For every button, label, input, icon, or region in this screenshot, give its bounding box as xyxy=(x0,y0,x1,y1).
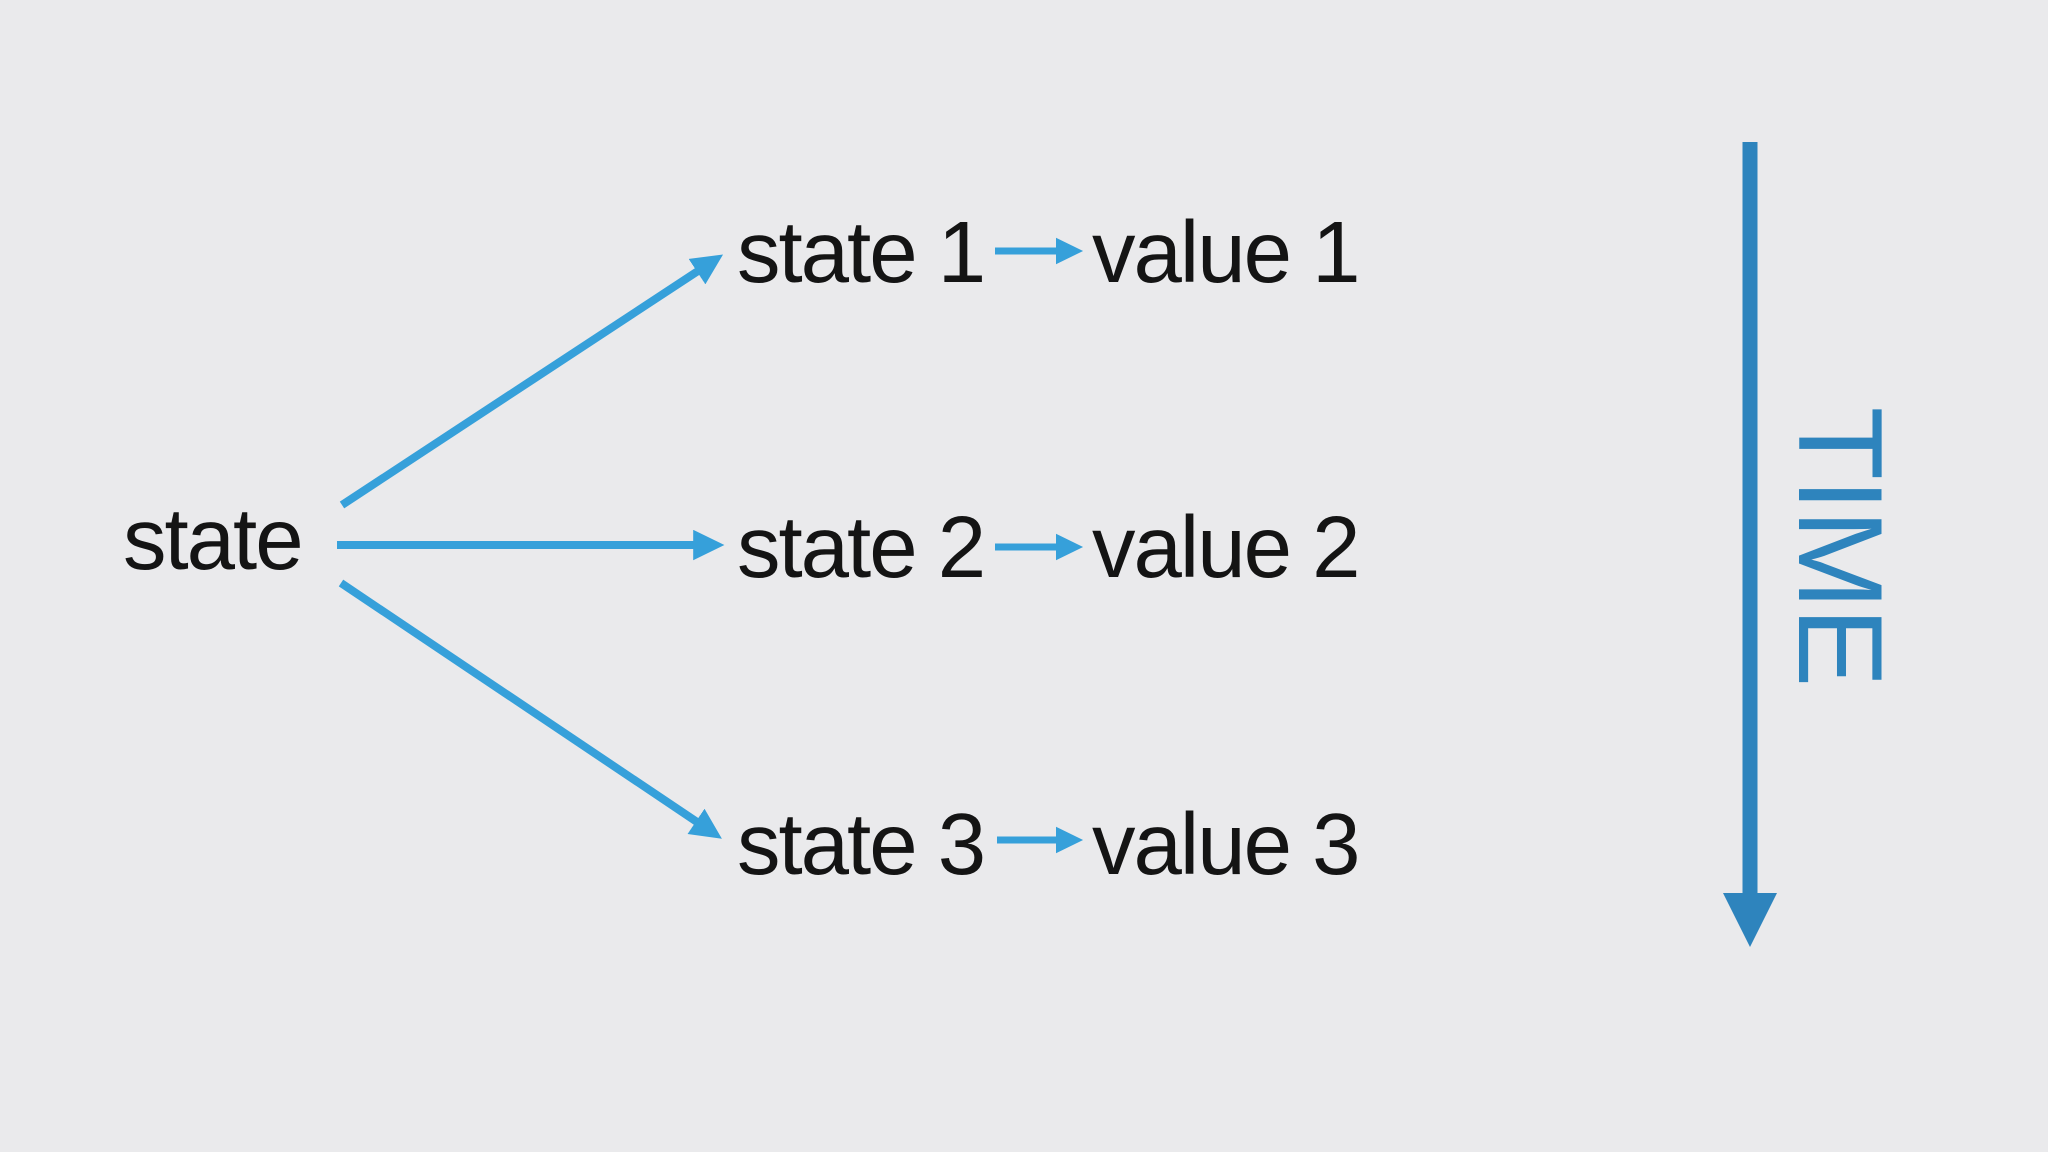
root-state-label: state xyxy=(123,491,304,588)
time-arrow-head xyxy=(1723,893,1777,947)
time-axis-label: TIME xyxy=(1773,406,1907,686)
value-3-label: value 3 xyxy=(1092,796,1361,893)
state-1-label: state 1 xyxy=(737,204,986,301)
value-1-label: value 1 xyxy=(1092,204,1361,301)
branch-arrow-1 xyxy=(339,254,724,509)
state-3-label: state 3 xyxy=(737,796,986,893)
value-2-label: value 2 xyxy=(1092,499,1361,596)
branch-arrow-3 xyxy=(338,579,722,839)
state-2-label: state 2 xyxy=(737,499,986,596)
